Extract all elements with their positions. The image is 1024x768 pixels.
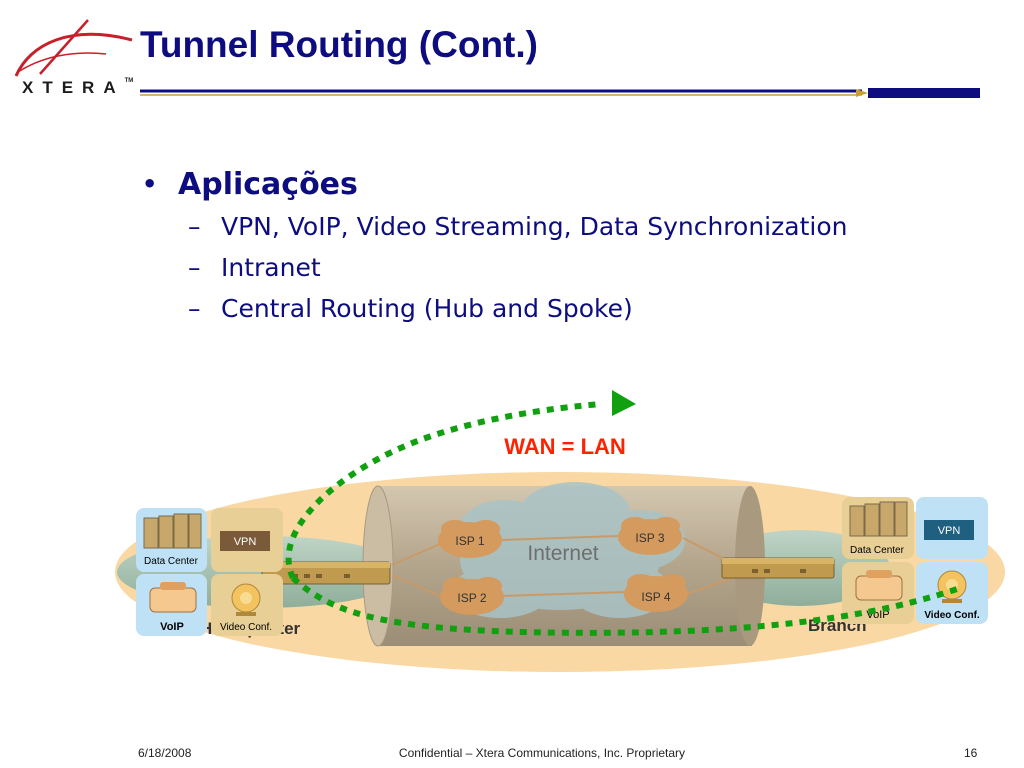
title-underline — [140, 88, 980, 98]
xtera-logo-icon — [14, 19, 133, 77]
isp3-cloud-icon — [618, 517, 682, 555]
tunnel-route-top — [285, 401, 603, 580]
dash-icon: – — [188, 253, 201, 282]
vpn-box-icon: VPN — [220, 531, 270, 551]
internet-label: Internet — [527, 542, 598, 565]
isp4-label: ISP 4 — [641, 590, 670, 604]
bullet-dot-icon: • — [142, 170, 158, 198]
right-vpn-label: VPN — [938, 525, 961, 537]
sub-bullet-text: Central Routing (Hub and Spoke) — [221, 294, 633, 323]
dash-icon: – — [188, 212, 201, 241]
right-video-label: Video Conf. — [924, 610, 980, 621]
dash-icon: – — [188, 294, 201, 323]
left-data-center-label: Data Center — [144, 556, 199, 567]
wan-lan-label: WAN = LAN — [504, 434, 626, 459]
bullet-main-text: Aplicações — [178, 166, 358, 202]
isp1-cloud-icon — [438, 520, 502, 558]
tunnel-route-bottom — [290, 575, 961, 636]
isp4-cloud-icon — [624, 574, 688, 612]
page-title: Tunnel Routing (Cont.) — [140, 24, 538, 65]
left-video-label: Video Conf. — [220, 622, 272, 633]
route-arrow-icon — [612, 390, 636, 416]
isp1-label: ISP 1 — [455, 534, 484, 548]
isp2-label: ISP 2 — [457, 591, 486, 605]
right-data-center-label: Data Center — [850, 545, 905, 556]
sub-bullet-text: Intranet — [221, 253, 321, 282]
sub-bullet: – Intranet — [142, 247, 1002, 288]
left-vpn-label: VPN — [234, 536, 257, 548]
logo-text: XTERATM — [22, 78, 134, 97]
page-number: 16 — [964, 746, 978, 760]
vpn-box-icon: VPN — [924, 520, 974, 540]
sub-bullet: – VPN, VoIP, Video Streaming, Data Synch… — [142, 206, 1002, 247]
phone-icon — [855, 570, 903, 601]
server-rack-icon — [143, 513, 202, 549]
left-voip-label: VoIP — [160, 621, 184, 633]
network-diagram: Internet ISP 1 ISP 2 ISP 3 ISP 4 — [115, 390, 1005, 672]
bullet-main: • Aplicações — [142, 162, 1002, 206]
footer-date: 6/18/2008 — [138, 746, 192, 760]
sub-bullet-text: VPN, VoIP, Video Streaming, Data Synchro… — [221, 212, 848, 241]
phone-icon — [149, 582, 197, 613]
isp2-cloud-icon — [440, 577, 504, 615]
bullet-list: • Aplicações – VPN, VoIP, Video Streamin… — [142, 162, 1002, 329]
sub-bullet: – Central Routing (Hub and Spoke) — [142, 288, 1002, 329]
branch-router-icon — [721, 557, 835, 579]
server-rack-icon — [849, 501, 908, 537]
trademark-mark: TM — [124, 78, 134, 84]
camera-icon — [231, 583, 261, 616]
footer-confidential: Confidential – Xtera Communications, Inc… — [398, 746, 686, 760]
isp3-label: ISP 3 — [635, 531, 664, 545]
